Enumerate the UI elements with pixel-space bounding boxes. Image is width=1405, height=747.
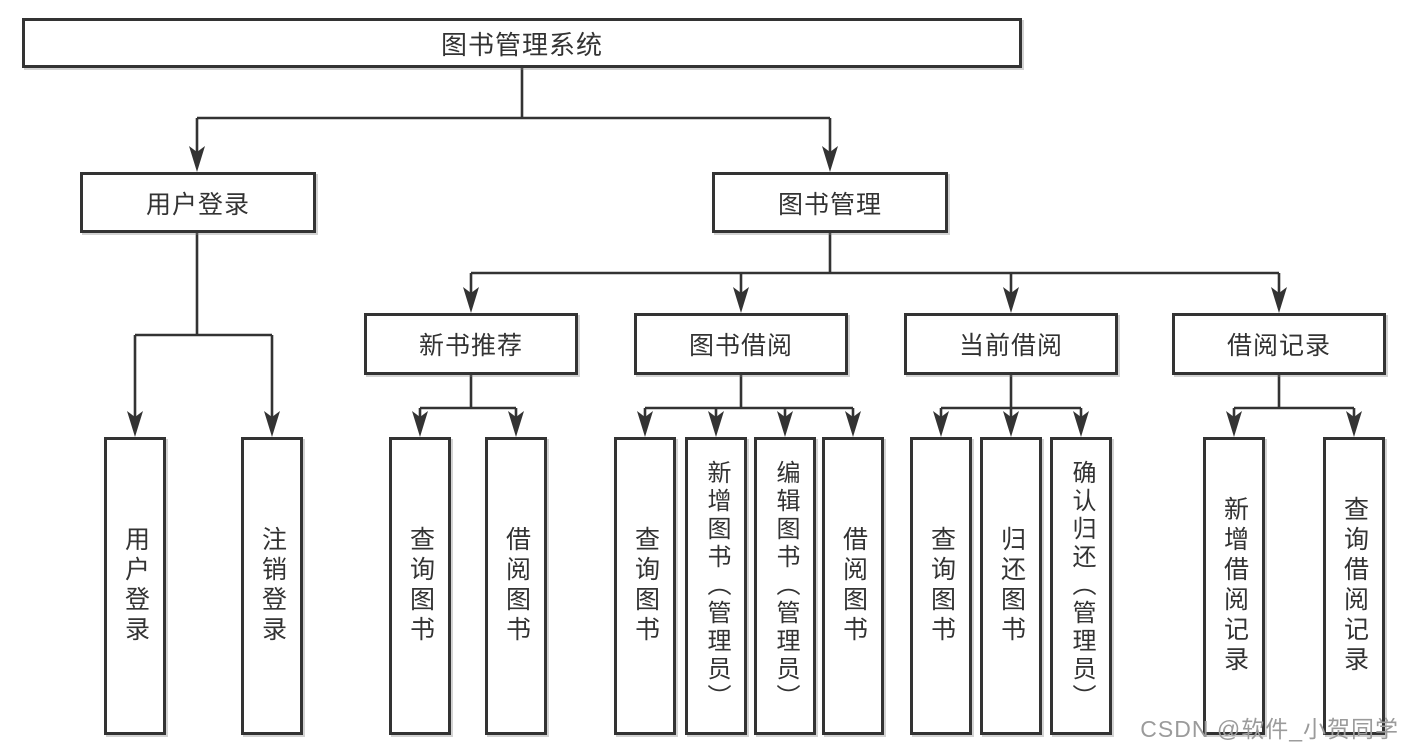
- node-user-login: 用户登录: [80, 172, 316, 233]
- node-current-borrow-label: 当前借阅: [958, 332, 1063, 360]
- leaf-add-borrow-record-label: 新增借阅记录: [1220, 496, 1249, 676]
- leaf-query-borrow-record: 查询借阅记录: [1323, 437, 1385, 735]
- leaf-logout-label: 注销登录: [258, 526, 287, 646]
- leaf-recommend-query-books-label: 查询图书: [406, 526, 435, 646]
- node-borrow-records: 借阅记录: [1172, 313, 1386, 375]
- leaf-confirm-return-admin: 确认归还（管理员）: [1050, 437, 1112, 735]
- leaf-borrow-borrow-books-label: 借阅图书: [839, 526, 868, 646]
- leaf-recommend-query-books: 查询图书: [389, 437, 451, 735]
- leaf-recommend-borrow-books: 借阅图书: [485, 437, 547, 735]
- node-root-label: 图书管理系统: [440, 29, 603, 60]
- csdn-watermark: CSDN @软件_小贺同学: [1140, 716, 1399, 742]
- node-book-borrow-label: 图书借阅: [688, 332, 793, 360]
- leaf-user-login: 用户登录: [104, 437, 166, 735]
- leaf-return-books: 归还图书: [980, 437, 1042, 735]
- leaf-add-book-admin: 新增图书（管理员）: [685, 437, 747, 735]
- node-user-login-label: 用户登录: [145, 190, 250, 219]
- leaf-borrow-borrow-books: 借阅图书: [822, 437, 884, 735]
- leaf-user-login-label: 用户登录: [121, 526, 150, 646]
- node-new-book-recommend: 新书推荐: [364, 313, 578, 375]
- leaf-confirm-return-admin-label: 确认归还（管理员）: [1068, 460, 1095, 712]
- leaf-borrow-query-books-label: 查询图书: [631, 526, 660, 646]
- leaf-edit-book-admin: 编辑图书（管理员）: [754, 437, 816, 735]
- leaf-borrow-query-books: 查询图书: [614, 437, 676, 735]
- leaf-add-borrow-record: 新增借阅记录: [1203, 437, 1265, 735]
- node-new-book-recommend-label: 新书推荐: [418, 332, 523, 360]
- leaf-logout: 注销登录: [241, 437, 303, 735]
- node-book-management-label: 图书管理: [777, 190, 882, 219]
- node-book-management: 图书管理: [712, 172, 948, 233]
- node-root: 图书管理系统: [22, 18, 1022, 68]
- leaf-return-books-label: 归还图书: [997, 526, 1026, 646]
- leaf-recommend-borrow-books-label: 借阅图书: [502, 526, 531, 646]
- node-borrow-records-label: 借阅记录: [1226, 332, 1331, 360]
- node-book-borrow: 图书借阅: [634, 313, 848, 375]
- leaf-current-query-books: 查询图书: [910, 437, 972, 735]
- leaf-edit-book-admin-label: 编辑图书（管理员）: [772, 460, 799, 712]
- leaf-current-query-books-label: 查询图书: [927, 526, 956, 646]
- leaf-query-borrow-record-label: 查询借阅记录: [1340, 496, 1369, 676]
- leaf-add-book-admin-label: 新增图书（管理员）: [703, 460, 730, 712]
- node-current-borrow: 当前借阅: [904, 313, 1118, 375]
